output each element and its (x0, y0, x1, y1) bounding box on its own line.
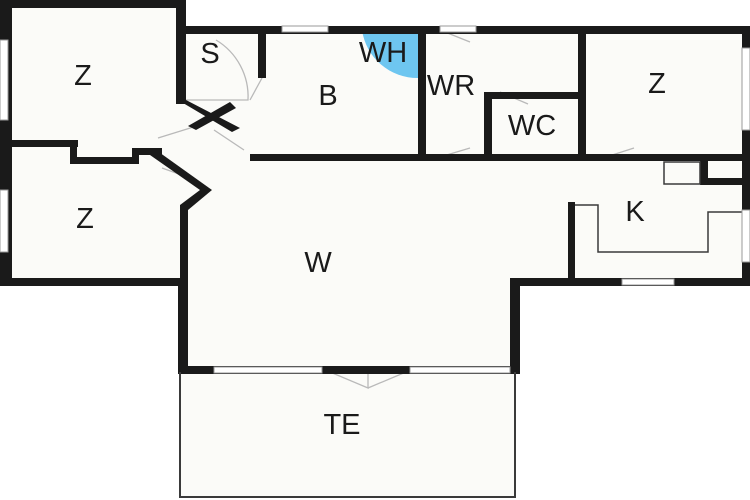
room-label-washroom: WR (427, 70, 475, 102)
room-label-toilet: WC (508, 110, 556, 142)
room-label-kitchen: K (625, 196, 645, 228)
room-label-bedroom-nw: Z (74, 60, 92, 92)
windows (0, 25, 750, 374)
room-label-terrace: TE (323, 409, 360, 441)
kitchen-counter (575, 161, 742, 253)
room-label-bathroom: B (318, 80, 337, 112)
terrace-outline (179, 372, 516, 498)
room-label-living: W (304, 247, 332, 279)
terrace-floor (180, 372, 515, 497)
room-label-storage: S (200, 38, 219, 70)
room-label-water-heater: WH (359, 37, 407, 69)
room-label-bedroom-w: Z (76, 203, 94, 235)
floor-areas (8, 6, 744, 497)
room-label-bedroom-ne: Z (648, 68, 666, 100)
water-heater-symbol (362, 30, 418, 79)
